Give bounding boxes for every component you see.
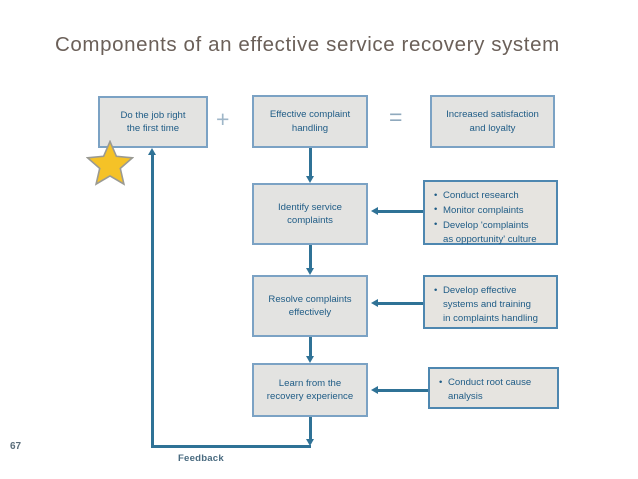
panel-identify-bullet-3: Develop 'complaints as opportunity' cult… [434, 218, 548, 247]
page-number: 67 [10, 441, 22, 452]
panel-resolve-actions[interactable]: Develop effective systems and training i… [423, 275, 558, 329]
feedback-label: Feedback [178, 453, 224, 464]
arrowhead-down-learn [306, 356, 314, 363]
box-effective-complaint-handling[interactable]: Effective complaint handling [252, 95, 368, 148]
equals-operator: = [389, 104, 403, 130]
gold-star-icon [85, 139, 135, 191]
box-increased-satisfaction-label: Increased satisfaction and loyalty [446, 109, 539, 134]
connector-handling-to-identify [309, 148, 312, 178]
panel-resolve-bullet-1: Develop effective systems and training i… [434, 284, 548, 326]
box-learn-from-recovery-label: Learn from the recovery experience [266, 377, 354, 402]
connector-feedback-down [309, 417, 312, 441]
connector-panel-learn [378, 389, 428, 392]
panel-resolve-list: Develop effective systems and training i… [434, 284, 548, 326]
box-effective-complaint-handling-label: Effective complaint handling [269, 109, 351, 134]
arrowhead-up-do-job-right [148, 148, 156, 155]
arrowhead-down-resolve [306, 268, 314, 275]
panel-learn-actions[interactable]: Conduct root cause analysis [428, 367, 559, 409]
box-resolve-complaints-effectively-label: Resolve complaints effectively [268, 293, 352, 318]
box-identify-service-complaints-label: Identify service complaints [278, 201, 342, 226]
connector-resolve-to-learn [309, 337, 312, 358]
connector-panel-resolve [378, 302, 423, 305]
arrowhead-feedback-corner [306, 439, 314, 446]
connector-feedback-horizontal [151, 445, 311, 448]
arrowhead-down-identify [306, 176, 314, 183]
box-do-job-right[interactable]: Do the job right the first time [98, 96, 208, 148]
panel-learn-bullet-1: Conduct root cause analysis [439, 376, 549, 404]
arrowhead-left-learn [371, 386, 378, 394]
connector-identify-to-resolve [309, 245, 312, 269]
panel-identify-list: Conduct research Monitor complaints Deve… [434, 189, 548, 247]
box-do-job-right-label: Do the job right the first time [120, 109, 186, 134]
arrowhead-left-identify [371, 207, 378, 215]
box-identify-service-complaints[interactable]: Identify service complaints [252, 183, 368, 245]
arrowhead-left-resolve [371, 299, 378, 307]
box-resolve-complaints-effectively[interactable]: Resolve complaints effectively [252, 275, 368, 337]
plus-operator: + [216, 106, 230, 132]
panel-identify-bullet-1: Conduct research [434, 189, 548, 203]
box-learn-from-recovery[interactable]: Learn from the recovery experience [252, 363, 368, 417]
box-increased-satisfaction[interactable]: Increased satisfaction and loyalty [430, 95, 555, 148]
page-title: Components of an effective service recov… [55, 33, 560, 56]
connector-panel-identify [378, 210, 423, 213]
panel-learn-list: Conduct root cause analysis [439, 376, 549, 404]
connector-feedback-up [151, 155, 154, 447]
panel-identify-actions[interactable]: Conduct research Monitor complaints Deve… [423, 180, 558, 245]
panel-identify-bullet-2: Monitor complaints [434, 203, 548, 218]
